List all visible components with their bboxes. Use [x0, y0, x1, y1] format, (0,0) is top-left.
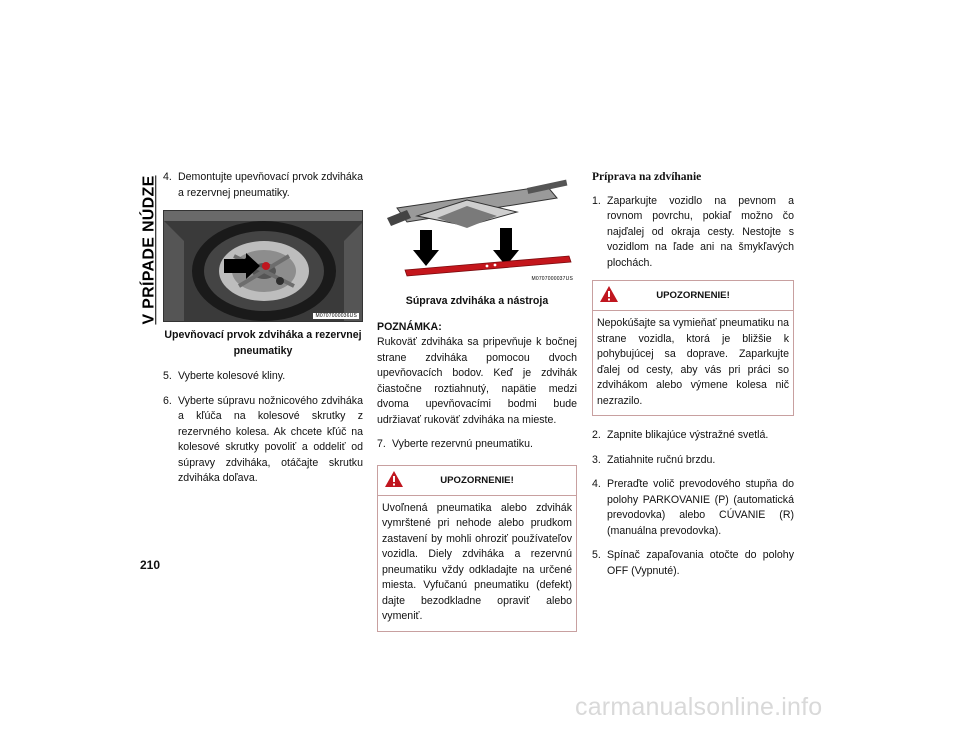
step-3: 3. Zatiahnite ručnú brzdu. — [592, 453, 794, 469]
step-4: 4. Demontujte upevňovací prvok zdviháka … — [163, 170, 363, 201]
warning-box: UPOZORNENIE! Uvoľnená pneumatika alebo z… — [377, 464, 577, 632]
step-text: Spínač zapaľovania otočte do polohy OFF … — [607, 549, 794, 577]
warning-triangle-icon — [385, 470, 403, 487]
column-1: 4. Demontujte upevňovací prvok zdviháka … — [163, 170, 363, 496]
column-3: Príprava na zdvíhanie 1. Zaparkujte vozi… — [592, 170, 794, 588]
warning-triangle-icon — [600, 286, 618, 302]
warning-header: UPOZORNENIE! — [593, 281, 793, 311]
step-text: Zaparkujte vozidlo na pevnom a rovnom po… — [607, 194, 794, 269]
step-6: 6. Vyberte súpravu nožnicového zdviháka … — [163, 394, 363, 487]
figure-caption: Upevňovací prvok zdviháka a rezervnej pn… — [164, 329, 362, 357]
warning-header: UPOZORNENIE! — [378, 465, 576, 496]
spare-tire-figure: M0707000036US — [163, 210, 363, 322]
chapter-title-text: V PRÍPADE NÚDZE — [140, 175, 158, 325]
note-title: POZNÁMKA: — [377, 320, 442, 333]
step-2: 2. Zapnite blikajúce výstražné svetlá. — [592, 428, 794, 444]
step-text: Vyberte rezervnú pneumatiku. — [392, 438, 533, 450]
step-number: 6. — [163, 394, 172, 407]
warning-text: Nepokúšajte sa vymieňať pneumatiku na st… — [597, 317, 789, 407]
step-text: Vyberte kolesové kliny. — [178, 370, 286, 382]
step-number: 3. — [592, 453, 601, 466]
step-number: 1. — [592, 194, 601, 207]
step-number: 5. — [163, 370, 172, 382]
step-5: 5. Spínač zapaľovania otočte do polohy O… — [592, 548, 794, 579]
figure-code: M0707000037US — [529, 276, 575, 282]
warning-label: UPOZORNENIE! — [656, 290, 730, 301]
warning-box: UPOZORNENIE! Nepokúšajte sa vymieňať pne… — [592, 280, 794, 416]
step-text: Zatiahnite ručnú brzdu. — [607, 453, 716, 466]
note-text: Rukoväť zdviháka sa pripevňuje k bočnej … — [377, 336, 577, 426]
step-number: 5. — [592, 549, 601, 561]
step-7: 7. Vyberte rezervnú pneumatiku. — [377, 437, 577, 453]
jack-kit-illustration — [387, 179, 572, 277]
figure-code: M0707000036US — [313, 313, 359, 319]
warning-text: Uvoľnená pneumatika alebo zdvihák vymršt… — [382, 501, 572, 623]
watermark-text: carmanualsonline.info — [575, 693, 823, 721]
column-2: M0707000037US Súprava zdviháka a nástroj… — [377, 178, 577, 632]
step-4: 4. Preraďte volič prevodového stupňa do … — [592, 477, 794, 539]
step-number: 4. — [592, 478, 601, 490]
figure-caption: Súprava zdviháka a nástroja — [405, 295, 549, 307]
step-5: 5. Vyberte kolesové kliny. — [163, 369, 363, 385]
step-text: Zapnite blikajúce výstražné svetlá. — [607, 429, 769, 441]
spare-tire-illustration — [164, 211, 362, 321]
warning-label: UPOZORNENIE! — [440, 474, 514, 486]
step-1: 1. Zaparkujte vozidlo na pevnom a rovnom… — [592, 194, 794, 272]
jack-kit-figure: M0707000037US — [377, 178, 577, 290]
page-number: 210 — [140, 558, 161, 572]
step-number: 4. — [163, 171, 172, 183]
step-text: Preraďte volič prevodového stupňa do pol… — [607, 478, 794, 537]
step-number: 7. — [377, 438, 386, 450]
step-text: Demontujte upevňovací prvok zdviháka a r… — [178, 171, 363, 199]
step-number: 2. — [592, 429, 601, 441]
section-title: Príprava na zdvíhanie — [592, 171, 702, 183]
step-text: Vyberte súpravu nožnicového zdviháka a k… — [178, 394, 363, 485]
chapter-side-title: V PRÍPADE NÚDZE — [138, 175, 160, 325]
